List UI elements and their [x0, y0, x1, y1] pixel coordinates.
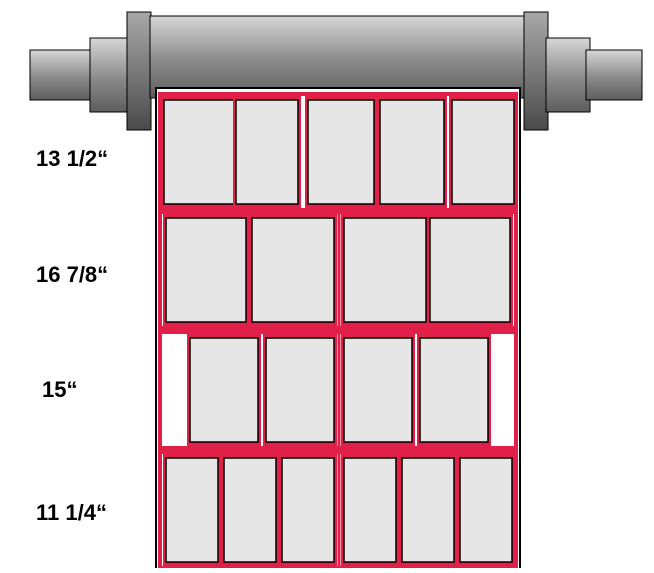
row-label-3: 15“: [42, 377, 78, 402]
panel: [265, 337, 335, 443]
panel: [459, 457, 513, 563]
panel-row-2: [158, 210, 518, 330]
panel-row-1: [158, 92, 518, 212]
roller: [29, 11, 643, 131]
left-shaft: [29, 49, 95, 101]
row-label-2: 16 7/8“: [36, 262, 109, 287]
panel: [165, 217, 247, 323]
right-end-cap: [523, 11, 549, 131]
panel: [343, 337, 413, 443]
panel: [189, 337, 259, 443]
panel: [307, 99, 375, 205]
panel: [419, 337, 489, 443]
panel: [251, 217, 335, 323]
left-end-cap: [126, 11, 152, 131]
panel: [281, 457, 335, 563]
panel: [235, 99, 299, 205]
panel: [343, 457, 397, 563]
left-bearing: [89, 37, 131, 113]
right-bearing: [545, 37, 591, 113]
panel-row-4: [158, 450, 518, 570]
panel: [379, 99, 445, 205]
roller-drum: [149, 15, 527, 99]
panel-row-3: [158, 330, 518, 450]
right-shaft: [585, 49, 643, 101]
panel: [401, 457, 455, 563]
panel: [163, 99, 235, 205]
panel: [223, 457, 277, 563]
panel: [343, 217, 427, 323]
row-label-1: 13 1/2“: [36, 146, 109, 171]
panel: [429, 217, 511, 323]
panel: [165, 457, 219, 563]
rows-layer: [155, 88, 521, 570]
panel: [451, 99, 515, 205]
row-label-4: 11 1/4“: [36, 500, 107, 525]
